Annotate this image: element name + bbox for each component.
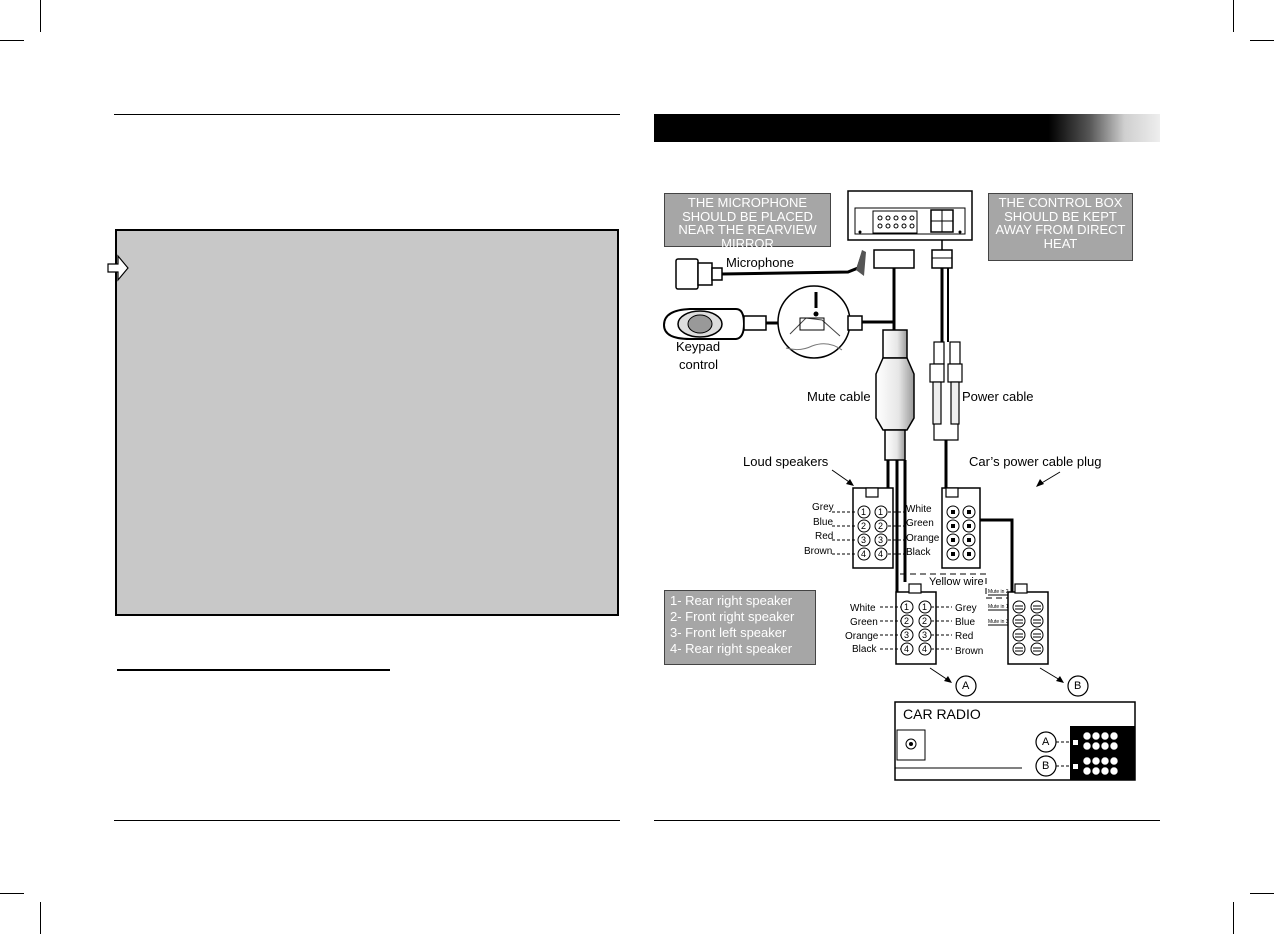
wire-label: Green	[906, 518, 934, 529]
pin-number: 1	[878, 507, 884, 517]
wire-label: Brown	[804, 546, 833, 557]
pin-number: 4	[922, 644, 928, 654]
connector-a-marker	[955, 675, 977, 697]
connector-b-letter: B	[1074, 680, 1082, 692]
control-box	[847, 190, 973, 241]
power-connector	[941, 487, 981, 569]
pin-number: 1	[861, 507, 867, 517]
mute-input-label: Mute in 2	[988, 589, 1009, 595]
wire-label: Grey	[955, 603, 977, 614]
power-plug	[931, 249, 953, 269]
mute-cable-label: Mute cable	[807, 389, 871, 404]
bottom-rule-left	[114, 820, 620, 821]
crop-mark	[40, 0, 41, 32]
microphone-label: Microphone	[726, 255, 794, 270]
connector-b-marker	[1067, 675, 1089, 697]
car-radio	[894, 701, 1136, 781]
section-underline	[117, 669, 390, 671]
wire-label: Black	[906, 547, 931, 558]
crop-mark	[0, 40, 24, 41]
wire-label: Red	[815, 531, 834, 542]
power-cable-label: Power cable	[962, 389, 1034, 404]
wire-label: Orange	[906, 533, 940, 544]
radio-connector-b-letter: B	[1042, 760, 1050, 772]
keypad-label: Keypad	[676, 339, 721, 354]
radio-connector-a-letter: A	[1042, 736, 1050, 748]
control-box-plug	[873, 249, 915, 269]
wire-label: Orange	[845, 631, 879, 642]
wire-label: Black	[852, 644, 877, 655]
mute-input-label: Mute in 1	[988, 604, 1009, 610]
crop-mark	[1233, 902, 1234, 934]
mute-input-label: Mute in 3	[988, 619, 1009, 625]
keypad-icon	[662, 308, 767, 340]
pin-number: 1	[922, 602, 928, 612]
note-box	[115, 229, 619, 616]
section-header-bar	[654, 114, 1160, 142]
crop-mark	[1250, 40, 1274, 41]
pin-number: 3	[922, 630, 928, 640]
mute-connector	[988, 583, 1049, 665]
wire-label: White	[850, 603, 876, 614]
crop-mark	[1250, 893, 1274, 894]
pin-number: 2	[878, 521, 884, 531]
wire-label: Green	[850, 617, 878, 628]
crop-mark	[1233, 0, 1234, 32]
microphone-icon	[675, 258, 723, 290]
wire-label: White	[906, 504, 932, 515]
pin-number: 2	[922, 616, 928, 626]
keypad-label: control	[679, 357, 719, 372]
legend-item: 3- Front left speaker	[670, 625, 787, 640]
yellow-wire-label: Yellow wire	[929, 576, 984, 588]
wire-label: Blue	[955, 617, 976, 628]
power-plug-label: Car’s power cable plug	[969, 454, 1102, 469]
control-box-note: THE CONTROL BOX SHOULD BE KEPT AWAY FROM…	[988, 193, 1133, 261]
wire-label: Brown	[955, 646, 984, 657]
top-rule-left	[114, 114, 620, 115]
pin-number: 3	[878, 535, 884, 545]
arrow-icon	[107, 254, 129, 282]
loud-speakers-label: Loud speakers	[743, 454, 829, 469]
legend-item: 4- Rear right speaker	[670, 641, 793, 656]
bottom-rule-right	[654, 820, 1160, 821]
speaker-connector-upper	[832, 487, 904, 569]
wire-label: Red	[955, 631, 974, 642]
legend-item: 1- Rear right speaker	[670, 593, 793, 608]
wire-label: Grey	[812, 502, 834, 513]
crop-mark	[40, 902, 41, 934]
pin-number: 3	[904, 630, 910, 640]
pin-number: 2	[861, 521, 867, 531]
legend-item: 2- Front right speaker	[670, 609, 795, 624]
connector-detail-icon	[777, 285, 851, 359]
speaker-legend: 1- Rear right speaker 2- Front right spe…	[664, 590, 816, 665]
car-radio-title: CAR RADIO	[903, 706, 981, 722]
pin-number: 4	[904, 644, 910, 654]
speaker-connector-lower	[880, 583, 952, 665]
mute-cable-sleeve	[875, 329, 915, 461]
pin-number: 3	[861, 535, 867, 545]
connector-a-letter: A	[962, 680, 970, 692]
power-cable-fuses	[929, 341, 963, 441]
pin-number: 1	[904, 602, 910, 612]
microphone-note: THE MICROPHONE SHOULD BE PLACED NEAR THE…	[664, 193, 831, 250]
wire-label: Blue	[813, 517, 834, 528]
pin-number: 2	[904, 616, 910, 626]
crop-mark	[0, 893, 24, 894]
pin-number: 4	[878, 549, 884, 559]
pin-number: 4	[861, 549, 867, 559]
